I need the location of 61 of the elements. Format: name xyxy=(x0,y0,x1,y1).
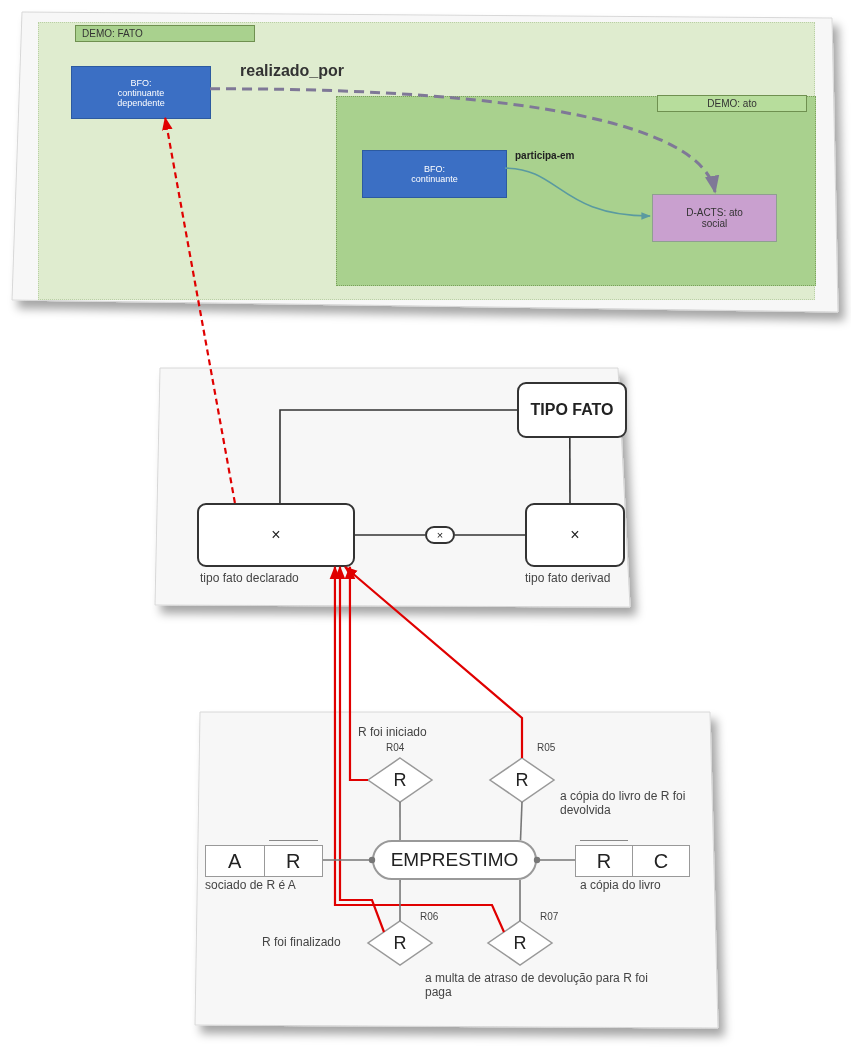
group-panel xyxy=(336,96,816,286)
edge-label: realizado_por xyxy=(240,62,345,81)
group-title: DEMO: FATO xyxy=(75,25,255,42)
relation-diamond xyxy=(490,758,554,802)
connector-line xyxy=(519,801,523,841)
box-label: × xyxy=(271,526,281,544)
table-cell: R xyxy=(264,845,323,877)
caption-text: sociado de R é A xyxy=(205,879,297,893)
arrow xyxy=(329,565,505,933)
box-label: D-ACTS: ato social xyxy=(685,206,744,231)
relationship-line xyxy=(322,856,376,864)
relation-letter: R xyxy=(393,932,407,954)
edge-label: participa-em xyxy=(515,150,575,162)
connector-line xyxy=(454,534,526,536)
arrow xyxy=(344,565,368,782)
group-panel xyxy=(38,22,815,300)
relation-letter: R xyxy=(515,769,529,791)
connector-line xyxy=(569,437,571,504)
table-cell: R xyxy=(575,845,633,877)
arrow xyxy=(162,116,236,504)
concept-box xyxy=(71,66,211,119)
relationship-line xyxy=(533,856,576,864)
relation-code: R05 xyxy=(537,742,557,754)
caption-text: R foi finalizado xyxy=(262,936,342,950)
relation-code: R04 xyxy=(386,742,406,754)
connector-line xyxy=(354,534,426,536)
box-label: BFO: continuante dependente xyxy=(116,76,166,110)
arrow xyxy=(504,167,651,220)
caption-text: tipo fato derivad xyxy=(525,572,612,586)
connector-line xyxy=(279,409,518,504)
relation-diamond xyxy=(368,921,432,965)
arrow xyxy=(344,566,524,758)
entity-box xyxy=(197,503,355,567)
concept-box xyxy=(652,194,777,242)
relation-letter: R xyxy=(393,769,407,791)
connector-line xyxy=(519,879,521,922)
caption-text: a multa de atraso de devolução para R foi paga xyxy=(425,972,649,1000)
box-label: × xyxy=(436,529,444,541)
relation-code: R07 xyxy=(540,911,560,923)
caption-text: tipo fato declarado xyxy=(200,572,300,586)
entity-box xyxy=(525,503,625,567)
relation-code: R06 xyxy=(420,911,440,923)
table-cell: C xyxy=(633,845,690,877)
box-label: × xyxy=(570,526,580,544)
relation-diamond xyxy=(488,921,552,965)
table-cell: A xyxy=(205,845,265,877)
concept-box xyxy=(362,150,507,198)
relation-caption: R foi iniciado xyxy=(358,726,428,740)
connector-line xyxy=(399,801,401,841)
connector-line xyxy=(399,879,401,922)
entity-box xyxy=(372,840,537,880)
caption-text: a cópia do livro xyxy=(580,879,662,893)
box-label: BFO: continuante xyxy=(410,163,459,186)
entity-box xyxy=(517,382,627,438)
box-label: EMPRESTIMO xyxy=(390,849,519,871)
group-title: DEMO: ato xyxy=(657,95,807,112)
box-label: TIPO FATO xyxy=(530,401,614,419)
arrow xyxy=(210,87,717,194)
relation-letter: R xyxy=(513,932,527,954)
relation-diamond xyxy=(368,758,432,802)
caption-text: a cópia do livro de R foi devolvida xyxy=(560,790,687,818)
